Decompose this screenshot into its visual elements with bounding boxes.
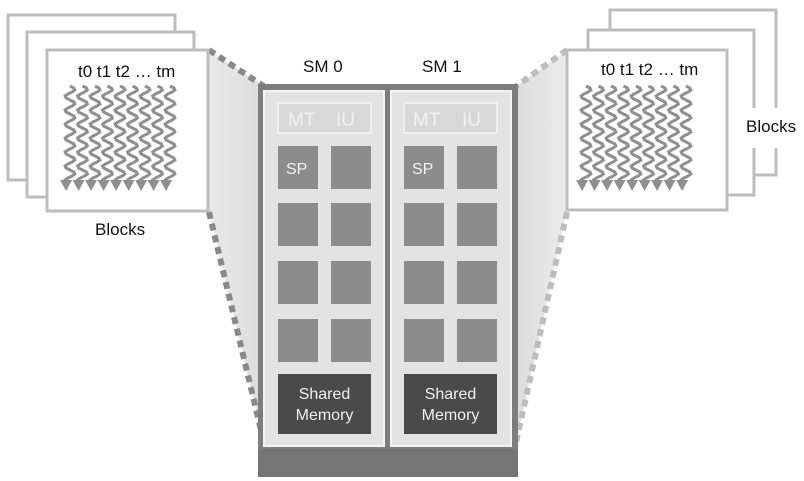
left-projection-area [209, 50, 265, 447]
thread-wave [654, 84, 668, 183]
thread-wave [138, 84, 152, 183]
thread-arrowhead [60, 180, 73, 191]
thread-arrowhead [576, 180, 589, 191]
sm0-core [278, 319, 318, 362]
thread-arrowhead [588, 180, 601, 191]
sm0-iu-label: IU [336, 110, 355, 131]
sm0-core [331, 146, 371, 189]
thread-wave [63, 84, 77, 183]
sm0-core [278, 261, 318, 304]
right-blocks-label: Blocks [746, 117, 796, 136]
sm1-mt-label: MT [413, 110, 441, 131]
thread-arrowhead [147, 180, 160, 191]
sm1-title: SM 1 [422, 57, 462, 76]
thread-arrowhead [613, 180, 626, 191]
sm1-shared-memory [404, 374, 497, 434]
sm0-shared-memory-line1: Shared [299, 386, 351, 403]
sm0-shared-memory-line2: Memory [296, 407, 354, 424]
thread-arrowhead [85, 180, 98, 191]
thread-arrowhead [72, 180, 85, 191]
sm0-mt-label: MT [288, 110, 316, 131]
sm0-core [278, 203, 318, 246]
left-projection-line-bottom [206, 211, 268, 448]
thread-wave [100, 84, 115, 183]
thread-wave [88, 84, 102, 183]
sm0-core [331, 203, 371, 246]
sm1-shared-memory-line1: Shared [425, 386, 477, 403]
left-blocks-label: Blocks [95, 220, 145, 239]
sm1-sp-label: SP [412, 161, 433, 178]
sm1-mt-iu-bar [403, 102, 498, 134]
sm0-core [331, 261, 371, 304]
thread-wave [591, 84, 606, 183]
sm1-core [457, 203, 497, 246]
thread-wave [616, 84, 631, 183]
sm0-title: SM 0 [303, 57, 343, 76]
sm1-core [457, 319, 497, 362]
thread-arrowhead [110, 180, 123, 191]
thread-wave [113, 84, 127, 183]
right-projection-line-top [513, 47, 569, 90]
thread-arrowhead [626, 180, 639, 191]
left-thread-labels: t0 t1 t2 … tm [78, 62, 175, 81]
right-thread-waves [576, 84, 693, 191]
thread-wave [163, 84, 177, 183]
sm1-core [404, 261, 444, 304]
thread-wave [641, 84, 656, 183]
thread-wave [150, 84, 165, 183]
thread-wave [666, 84, 681, 183]
sm1-core [457, 146, 497, 189]
sm0-mt-iu-bar [277, 102, 372, 134]
thread-arrowhead [135, 180, 148, 191]
thread-arrowhead [651, 180, 664, 191]
thread-arrowhead [676, 180, 689, 191]
sm1-iu-label: IU [462, 110, 481, 131]
sm1-core [404, 319, 444, 362]
sm0-sp-label: SP [286, 161, 307, 178]
thread-arrowhead [638, 180, 651, 191]
right-thread-labels: t0 t1 t2 … tm [601, 60, 698, 79]
thread-arrowhead [97, 180, 110, 191]
thread-wave [629, 84, 643, 183]
thread-arrowhead [601, 180, 614, 191]
right-block-stack: t0 t1 t2 … tm [565, 8, 778, 212]
thread-wave [75, 84, 90, 183]
sm1-core [404, 203, 444, 246]
sm1-core [457, 261, 497, 304]
thread-wave [125, 84, 140, 183]
thread-arrowhead [122, 180, 135, 191]
right-projection-line-bottom [512, 211, 570, 448]
right-projection-area [515, 50, 567, 447]
left-thread-waves [60, 84, 177, 191]
sm0-sp-core [278, 146, 318, 189]
thread-wave [604, 84, 618, 183]
thread-wave [679, 84, 693, 183]
thread-arrowhead [160, 180, 173, 191]
sm0-core [331, 319, 371, 362]
sm1-panel: MT IU SP Shared Memory [390, 90, 512, 447]
thread-arrowhead [663, 180, 676, 191]
thread-wave [579, 84, 593, 183]
sm1-shared-memory-line2: Memory [422, 407, 480, 424]
sm0-panel: MT IU SP Shared Memory [263, 90, 385, 447]
right-blocks-label-backing [742, 108, 802, 148]
sm0-shared-memory [278, 374, 371, 434]
sm1-sp-core [404, 146, 444, 189]
left-block-stack: t0 t1 t2 … tm [6, 13, 210, 213]
